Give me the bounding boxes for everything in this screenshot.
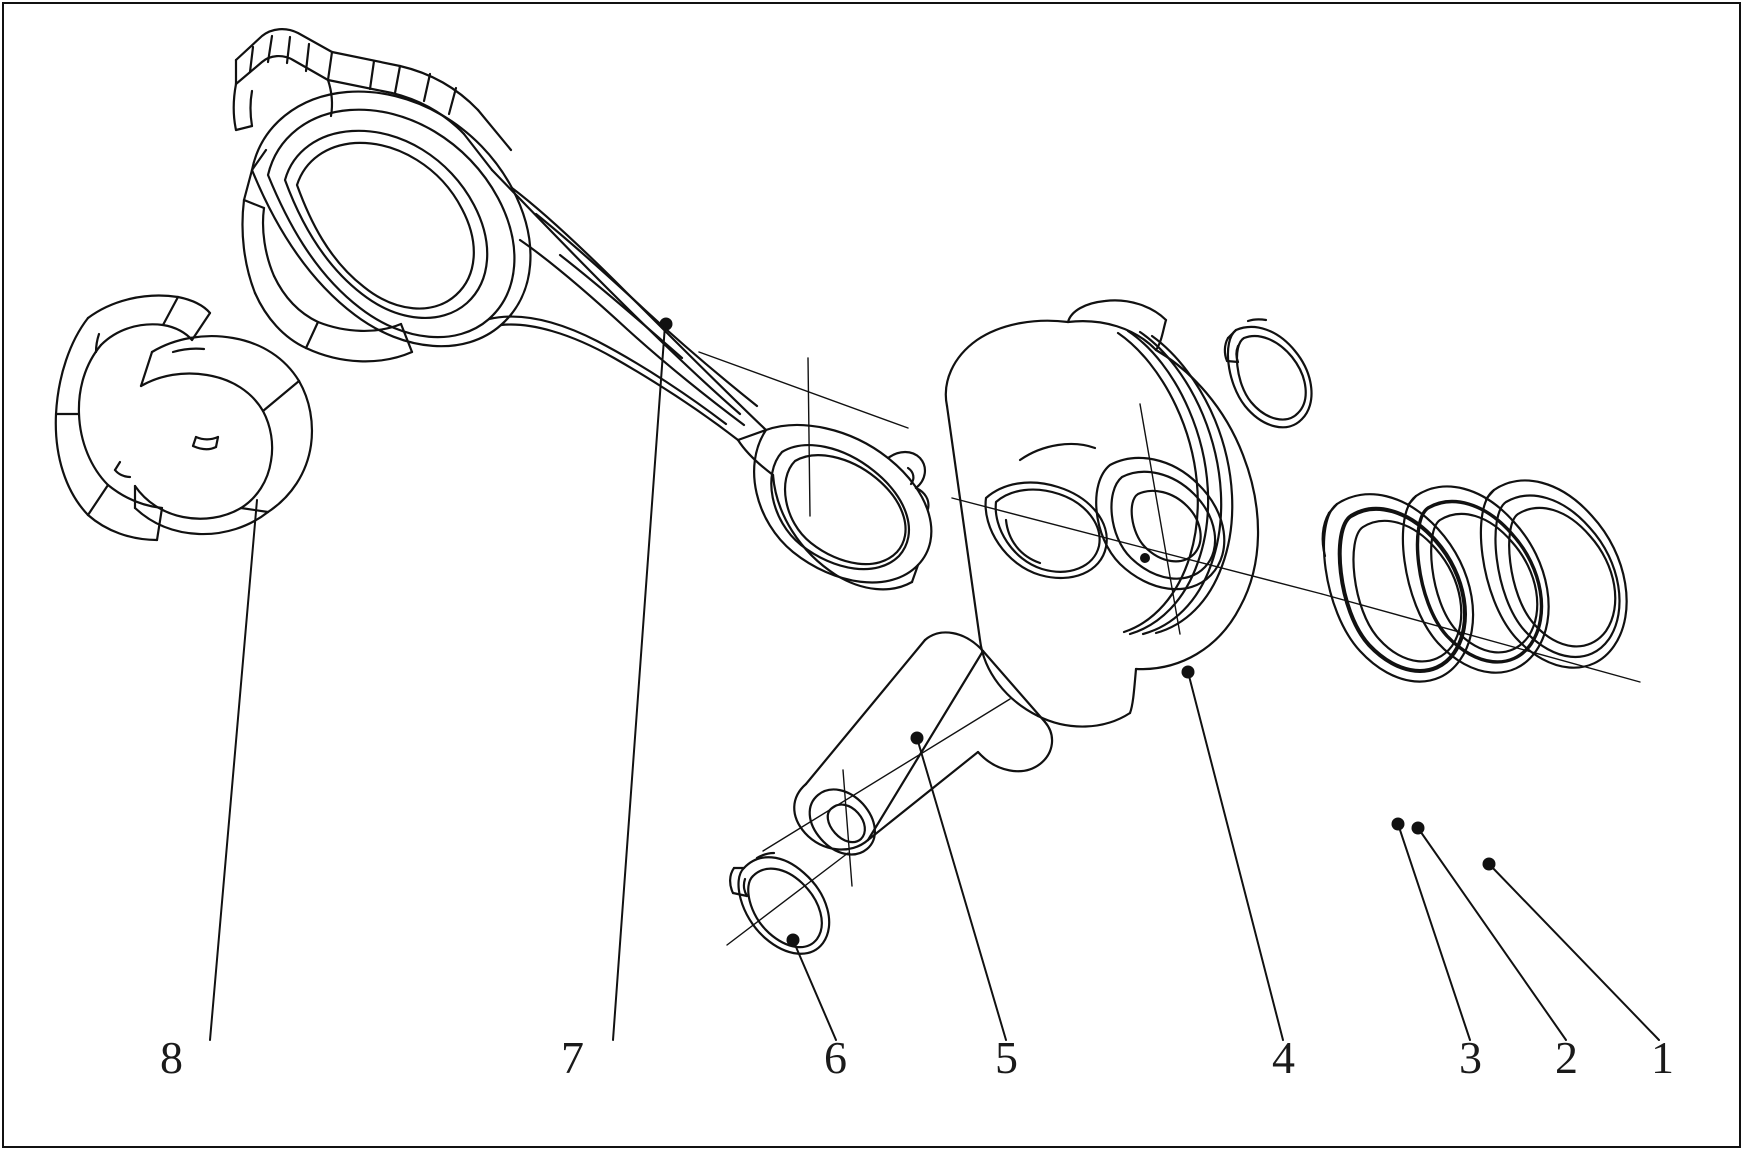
leader-line-4 [1187,671,1284,1041]
part-piston-pin [762,631,1054,887]
part-connecting-rod [232,28,933,591]
leader-line-8 [209,499,258,1041]
callout-label-1: 1 [1651,1032,1674,1083]
part-piston [944,299,1323,728]
leader-line-5 [916,737,1007,1041]
callout-label-5: 5 [995,1032,1018,1083]
callout-label-3: 3 [1459,1032,1482,1083]
callout-leader-lines [209,324,1660,1041]
leader-line-2 [1417,827,1567,1041]
callout-label-7: 7 [561,1032,584,1083]
callout-label-6: 6 [824,1032,847,1083]
leader-line-3 [1397,823,1471,1041]
callout-label-8: 8 [160,1032,183,1083]
callout-label-2: 2 [1555,1032,1578,1083]
part-circlips [726,318,1313,955]
leader-line-1 [1488,863,1660,1041]
callout-label-4: 4 [1272,1032,1295,1083]
part-bearing-shells [54,294,314,542]
leader-line-6 [792,939,837,1041]
part-piston-rings [1321,479,1641,871]
leader-line-7 [612,324,666,1041]
